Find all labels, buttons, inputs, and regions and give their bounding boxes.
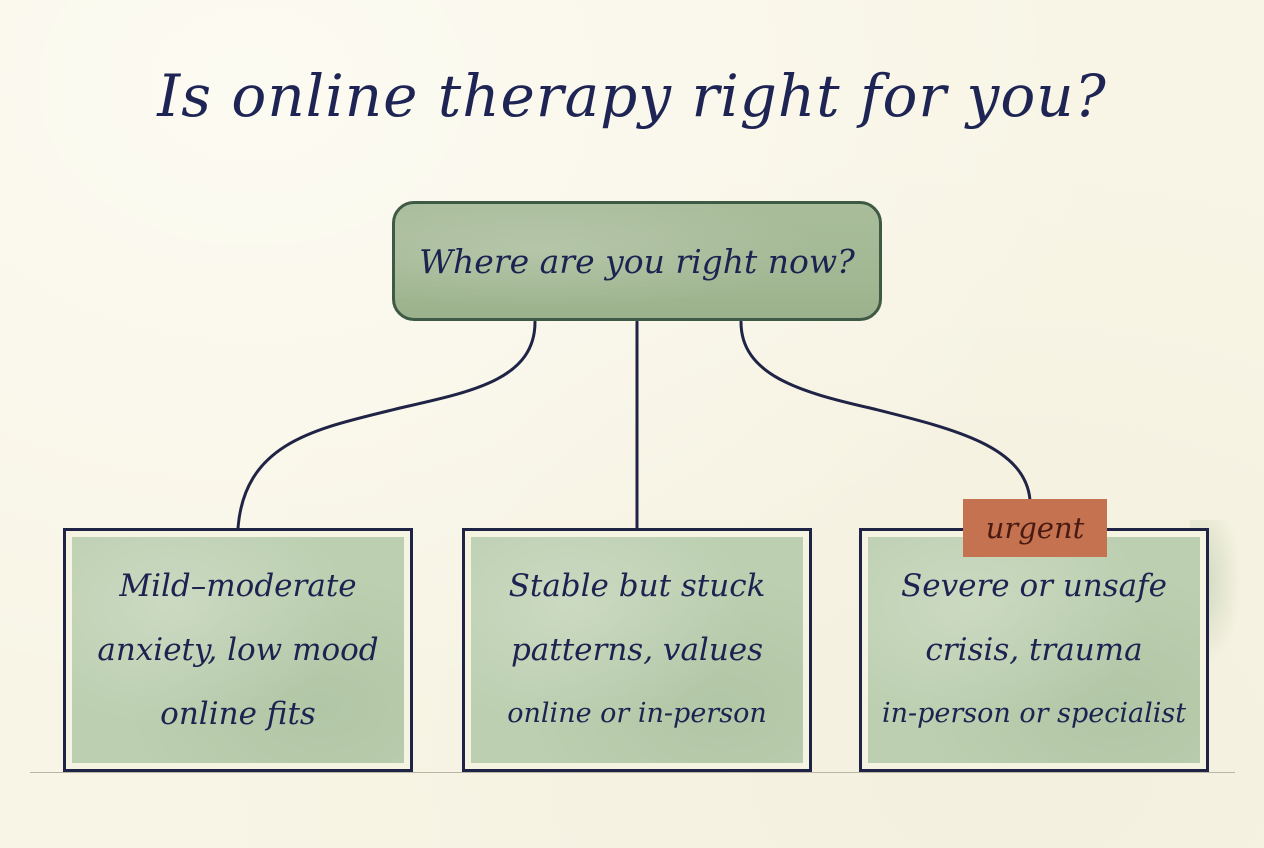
root-question-label: Where are you right now? <box>419 241 855 281</box>
branch-line-3: in-person or specialist <box>881 698 1187 729</box>
root-question-node: Where are you right now? <box>392 201 882 321</box>
connector-left <box>236 320 537 530</box>
branch-node-wash: Mild–moderate anxiety, low mood online f… <box>72 537 404 763</box>
branch-line-1: Mild–moderate <box>119 568 357 604</box>
page-title: Is online therapy right for you? <box>157 62 1107 130</box>
branch-node-wash: Severe or unsafe crisis, trauma in-perso… <box>868 537 1200 763</box>
branch-line-1: Severe or unsafe <box>901 568 1167 604</box>
branch-node-wash: Stable but stuck patterns, values online… <box>471 537 803 763</box>
urgent-badge-label: urgent <box>985 511 1085 545</box>
baseline-rule <box>30 772 1235 773</box>
branch-line-3: online or in-person <box>507 698 767 729</box>
branch-line-2: anxiety, low mood <box>97 632 379 668</box>
branch-line-2: crisis, trauma <box>925 632 1143 668</box>
branch-node-severe-or-unsafe: Severe or unsafe crisis, trauma in-perso… <box>859 528 1209 772</box>
branch-line-3: online fits <box>160 696 316 732</box>
branch-line-1: Stable but stuck <box>508 568 766 604</box>
urgent-badge: urgent <box>963 499 1107 557</box>
branch-line-2: patterns, values <box>510 632 764 668</box>
branch-node-stable-but-stuck: Stable but stuck patterns, values online… <box>462 528 812 772</box>
branch-node-mild-moderate: Mild–moderate anxiety, low mood online f… <box>63 528 413 772</box>
connector-right <box>739 320 1032 502</box>
